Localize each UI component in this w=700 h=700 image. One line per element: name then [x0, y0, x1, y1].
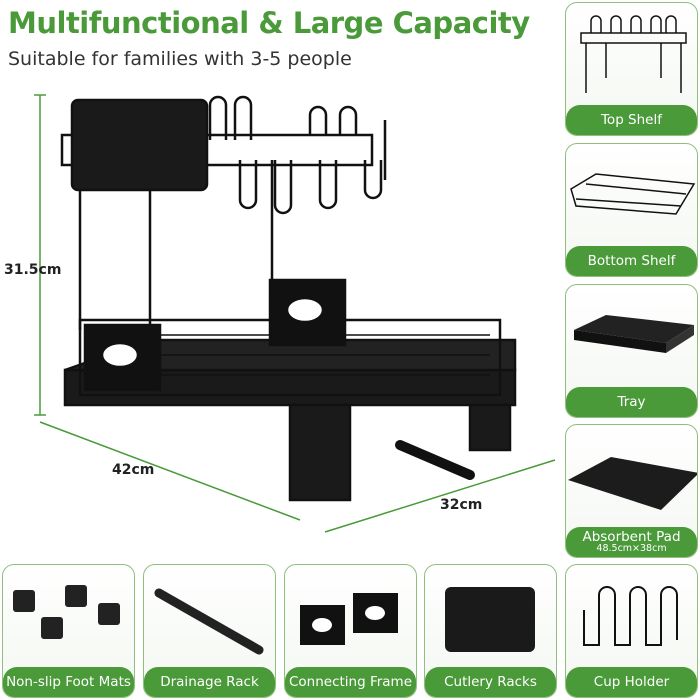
- page-subtitle: Suitable for families with 3-5 people: [8, 48, 352, 70]
- part-label: Drainage Rack: [144, 667, 275, 697]
- part-label-text: Absorbent Pad: [582, 528, 681, 545]
- drainage-rack-icon: [154, 588, 264, 655]
- part-label: Connecting Frame: [285, 667, 416, 697]
- part-card-cup-holder: Cup Holder: [565, 564, 698, 698]
- part-label: Non-slip Foot Mats: [3, 667, 134, 697]
- part-label: Tray: [566, 387, 697, 417]
- part-label: Bottom Shelf: [566, 246, 697, 276]
- part-card-tray: Tray: [565, 284, 698, 418]
- top-shelf-icon: [580, 15, 687, 93]
- part-card-foot-mats: Non-slip Foot Mats: [2, 564, 135, 698]
- part-card-connecting-frame: Connecting Frame: [284, 564, 417, 698]
- page-title: Multifunctional & Large Capacity: [8, 6, 530, 40]
- connecting-frame-icon: [300, 593, 398, 645]
- part-card-top-shelf: Top Shelf: [565, 2, 698, 136]
- width-dimension: 32cm: [440, 497, 483, 513]
- dish-rack-illustration: [34, 94, 556, 533]
- cutlery-rack-icon: [445, 587, 535, 652]
- height-dimension: 31.5cm: [4, 262, 62, 278]
- part-size-note: 48.5cm×38cm: [596, 543, 667, 555]
- part-label: Top Shelf: [566, 105, 697, 135]
- pad-icon: [568, 457, 697, 510]
- cup-holder-icon: [583, 586, 678, 646]
- part-card-cutlery-racks: Cutlery Racks: [424, 564, 557, 698]
- part-card-drainage-rack: Drainage Rack: [143, 564, 276, 698]
- part-label: Cutlery Racks: [425, 667, 556, 697]
- bottom-shelf-icon: [570, 173, 696, 215]
- tray-icon: [574, 315, 694, 353]
- part-card-bottom-shelf: Bottom Shelf: [565, 143, 698, 277]
- length-dimension: 42cm: [112, 462, 155, 478]
- part-label: Cup Holder: [566, 667, 697, 697]
- foot-mat-icon: [13, 585, 120, 639]
